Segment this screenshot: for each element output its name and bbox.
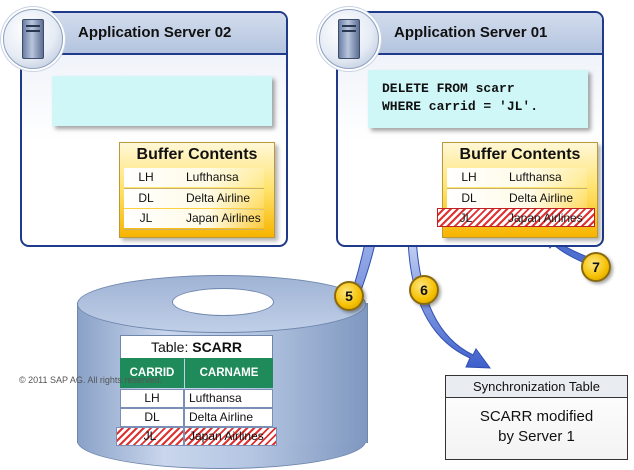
synchronization-table: Synchronization Table SCARR modified by … [445, 375, 628, 460]
carrier-name: Lufthansa [509, 170, 562, 184]
sync-table-entry-line2: by Server 1 [498, 428, 575, 445]
carrier-code: JL [459, 211, 473, 225]
divider [124, 188, 264, 189]
carrier-code: DL [138, 191, 154, 205]
server-header [338, 13, 602, 55]
server-header [22, 13, 286, 55]
server-icon [3, 9, 63, 69]
buffer-row: LH Lufthansa [447, 168, 587, 187]
sql-line: DELETE FROM scarr [382, 81, 515, 96]
table-cell: LH [120, 389, 184, 408]
step-badge-7: 7 [581, 252, 611, 282]
buffer-row: DL Delta Airline [124, 189, 264, 208]
sql-statement-box: DELETE FROM scarr WHERE carrid = 'JL'. [368, 70, 588, 128]
table-cell: Delta Airline [184, 408, 273, 427]
server-tower-icon [338, 19, 360, 59]
buffer-contents-server-01: Buffer Contents LH Lufthansa DL Delta Airl… [437, 142, 598, 238]
step-badge-5: 5 [334, 281, 364, 311]
invalidated-buffer-row: JL Japan Airlines [437, 208, 595, 227]
buffer-row: LH Lufthansa [124, 168, 264, 187]
carrier-name: Japan Airlines [186, 211, 261, 225]
carrier-code: JL [139, 211, 153, 225]
sql-line: WHERE carrid = 'JL'. [382, 99, 539, 114]
server-icon [319, 9, 379, 69]
carrier-name: Delta Airline [509, 191, 574, 205]
table-title: Table: SCARR [120, 335, 273, 359]
carrier-code: DL [461, 191, 477, 205]
buffer-row: JL Japan Airlines [124, 209, 264, 228]
carrier-code: LH [461, 170, 477, 184]
deleted-table-cell: JL [116, 427, 184, 446]
empty-program-box [52, 76, 272, 126]
server-title: Application Server 01 [394, 24, 548, 41]
buffer-row: DL Delta Airline [447, 189, 587, 208]
server-tower-icon [22, 19, 44, 59]
column-header: CARNAME [185, 358, 273, 388]
copyright-notice: © 2011 SAP AG. All rights reserved. [19, 375, 162, 385]
buffer-title: Buffer Contents [459, 146, 581, 163]
step-badge-6: 6 [409, 275, 439, 305]
divider [447, 188, 587, 189]
server-title: Application Server 02 [78, 24, 232, 41]
sync-table-title: Synchronization Table [446, 376, 627, 398]
buffer-title: Buffer Contents [136, 146, 258, 163]
carrier-name: Japan Airlines [508, 211, 583, 225]
table-title-prefix: Table: [150, 339, 189, 355]
carrier-name: Lufthansa [186, 170, 239, 184]
deleted-table-cell: Japan Airlines [184, 427, 277, 446]
table-cell: Lufthansa [184, 389, 273, 408]
table-cell: DL [120, 408, 184, 427]
carrier-name: Delta Airline [186, 191, 251, 205]
divider [124, 229, 264, 230]
database-cylinder-hole [172, 288, 274, 316]
buffer-contents-server-02: Buffer Contents LH Lufthansa DL Delta Airl… [119, 142, 275, 238]
carrier-code: LH [138, 170, 154, 184]
sql-statement: DELETE FROM scarr WHERE carrid = 'JL'. [382, 80, 538, 116]
application-server-02: Application Server 02 [20, 11, 288, 247]
sync-table-entry-line1: SCARR modified [479, 408, 594, 425]
table-title-name: SCARR [192, 339, 243, 355]
column-header: CARRID [120, 358, 184, 388]
